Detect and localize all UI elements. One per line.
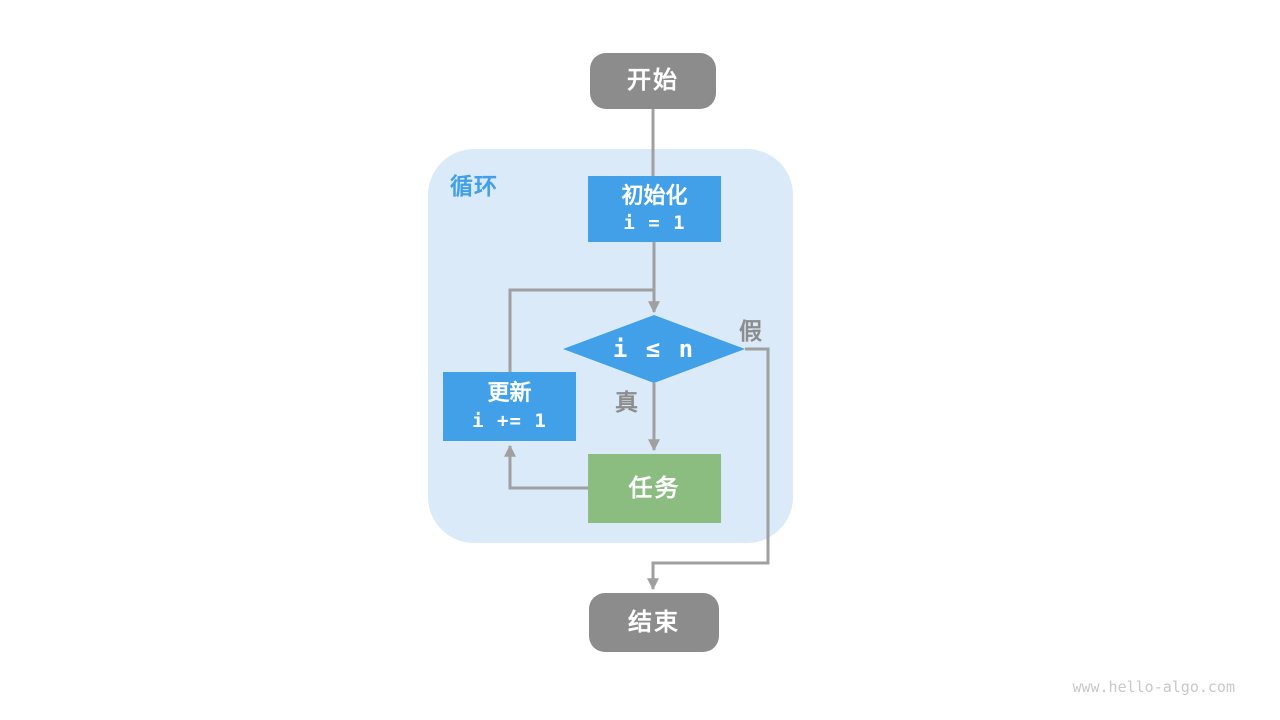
false-branch-label: 假 [739, 318, 762, 344]
task-node-label: 任务 [628, 474, 681, 502]
edge-update-loopback [508, 288, 654, 374]
loop-region-label: 循环 [450, 173, 498, 199]
task-node: 任务 [588, 454, 721, 523]
update-node: 更新 i += 1 [443, 372, 576, 441]
init-node-code: i = 1 [623, 212, 686, 235]
condition-node-label: i ≤ n [612, 335, 696, 363]
update-node-label: 更新 [487, 380, 532, 406]
update-node-code: i += 1 [472, 409, 547, 432]
edge-condition-to-end [647, 347, 770, 591]
start-node: 开始 [590, 53, 716, 109]
end-node: 结束 [589, 593, 719, 652]
true-branch-label: 真 [615, 389, 638, 415]
end-node-label: 结束 [628, 608, 680, 636]
init-node: 初始化 i = 1 [588, 176, 721, 242]
edge-task-to-update [504, 444, 588, 490]
condition-diamond-shape [563, 315, 745, 383]
watermark: www.hello-algo.com [1072, 678, 1235, 696]
start-node-label: 开始 [627, 67, 679, 94]
init-node-label: 初始化 [621, 182, 688, 208]
